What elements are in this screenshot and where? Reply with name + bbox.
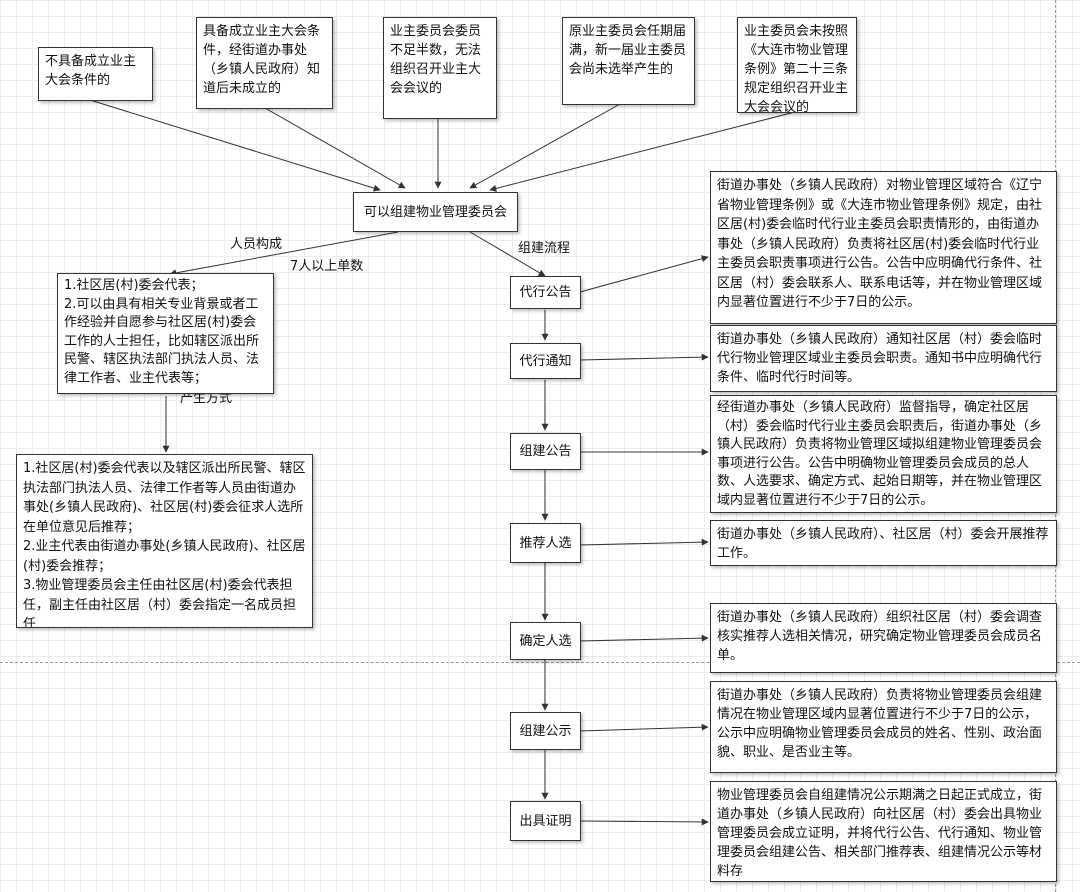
arrow-step6-desc xyxy=(579,723,709,732)
arrow-cond1-central xyxy=(89,99,381,192)
step-1-desc: 街道办事处（乡镇人民政府）对物业管理区域符合《辽宁省物业管理条例》或《大连市物业… xyxy=(710,171,1057,324)
arrow-cond4-central xyxy=(469,103,621,189)
arrow-step5-desc xyxy=(579,634,709,642)
step-2-box: 代行通知 xyxy=(510,343,581,379)
arrow-cond5-central xyxy=(489,111,796,192)
step-3-desc: 经街道办事处（乡镇人民政府）监督指导，确定社区居（村）委会临时代行业主委员会职责… xyxy=(710,395,1057,513)
step-1-box: 代行公告 xyxy=(510,276,581,309)
step-2-desc: 街道办事处（乡镇人民政府）通知社区居（村）委会临时代行物业管理区域业主委员会职责… xyxy=(710,325,1057,392)
step-4-desc: 街道办事处（乡镇人民政府）、社区居（村）委会开展推荐工作。 xyxy=(710,520,1057,566)
step-5-box: 确定人选 xyxy=(510,622,581,660)
step-3-box: 组建公告 xyxy=(510,433,581,470)
condition-box-1: 不具备成立业主大会条件的 xyxy=(38,47,153,101)
step-7-box: 出具证明 xyxy=(510,801,581,841)
step-6-box: 组建公示 xyxy=(510,712,581,750)
arrow-cond2-central xyxy=(264,107,406,189)
central-box: 可以组建物业管理委员会 xyxy=(353,192,518,232)
label-min-count: 7人以上单数 xyxy=(290,259,364,274)
arrow-central-step1 xyxy=(469,231,546,277)
arrow-step2-desc xyxy=(579,353,709,361)
condition-box-3: 业主委员会委员不足半数，无法组织召开业主大会会议的 xyxy=(383,17,497,119)
label-process: 组建流程 xyxy=(518,241,571,256)
arrow-central-composition xyxy=(169,231,399,277)
step-4-box: 推荐人选 xyxy=(510,523,581,563)
arrow-step1-desc xyxy=(579,255,709,293)
condition-box-5: 业主委员会未按照《大连市物业管理条例》第二十三条规定组织召开业主大会会议的 xyxy=(737,17,857,113)
arrow-step4-desc xyxy=(579,538,709,546)
label-members: 人员构成 xyxy=(230,237,283,252)
condition-box-4: 原业主委员会任期届满，新一届业主委员会尚未选举产生的 xyxy=(562,17,695,105)
condition-box-2: 具备成立业主大会条件，经街道办事处（乡镇人民政府）知道后未成立的 xyxy=(196,17,333,109)
selection-box: 1.社区居(村)委会代表以及辖区派出所民警、辖区执法部门执法人员、法律工作者等人… xyxy=(16,454,313,628)
step-6-desc: 街道办事处（乡镇人民政府）负责将物业管理委员会组建情况在物业管理区域内显著位置进… xyxy=(710,681,1057,773)
page-break-horizontal xyxy=(0,662,1080,663)
step-5-desc: 街道办事处（乡镇人民政府）组织社区居（村）委会调查核实推荐人选相关情况，研究确定… xyxy=(710,603,1057,673)
composition-box: 1.社区居(村)委会代表； 2.可以由具有相关专业背景或者工作经验并自愿参与社区… xyxy=(57,273,274,394)
arrow-step7-desc xyxy=(579,818,709,826)
label-method: 产生方式 xyxy=(180,391,233,406)
step-7-desc: 物业管理委员会自组建情况公示期满之日起正式成立，街道办事处（乡镇人民政府）向社区… xyxy=(710,781,1057,882)
